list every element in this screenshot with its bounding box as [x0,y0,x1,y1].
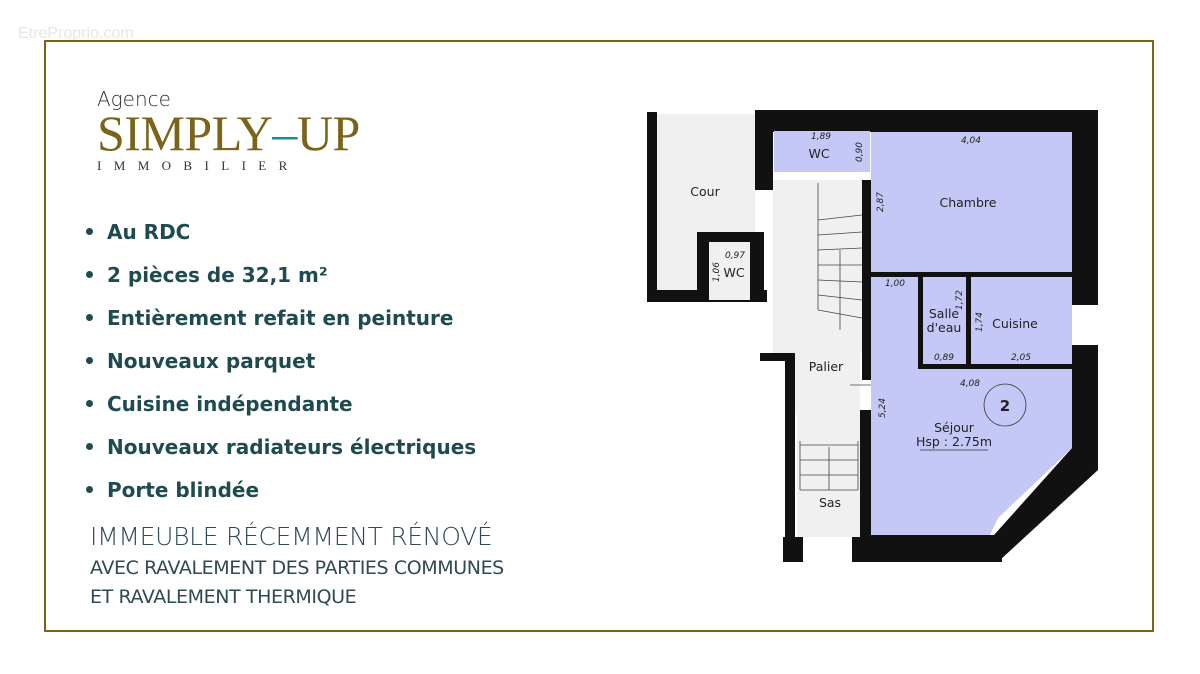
dim: 1,72 [955,290,965,310]
stairs [799,183,885,491]
label-deau: d'eau [927,320,962,335]
note-headline: IMMEUBLE RÉCEMMENT RÉNOVÉ [90,522,493,551]
bullet-icon [86,271,93,278]
dim: 4,08 [960,379,980,389]
gold-frame [44,40,1154,632]
dim: 4,04 [961,136,981,146]
label-cuisine: Cuisine [992,316,1038,331]
feature-item: Cuisine indépendante [86,382,476,425]
agency-logo: Agence SIMPLY–UP IMMOBILIER [97,88,360,174]
note-line: AVEC RAVALEMENT DES PARTIES COMMUNES [90,557,504,579]
dimensions: 1,89 0,90 4,04 2,87 0,97 1,06 1,00 1,72 … [712,132,1031,418]
dim: 2,87 [876,192,886,212]
label-sas: Sas [819,495,841,510]
logo-agence: Agence [97,87,171,111]
feature-text: 2 pièces de 32,1 m² [107,262,328,287]
common-areas [657,114,862,537]
dim: 2,05 [1011,353,1031,363]
dim: 1,06 [712,262,722,282]
lot-circle [983,383,1027,427]
bullet-icon [86,443,93,450]
feature-text: Entièrement refait en peinture [107,305,454,330]
label-chambre: Chambre [940,195,997,210]
rooms [774,131,1072,535]
feature-text: Porte blindée [107,477,260,502]
bullet-icon [86,486,93,493]
note-line: ET RAVALEMENT THERMIQUE [90,586,357,608]
dim: 0,89 [934,353,954,363]
label-hsp: Hsp : 2.75m [916,434,992,449]
bullet-icon [86,228,93,235]
bullet-icon [86,357,93,364]
feature-item: Nouveaux radiateurs électriques [86,425,476,468]
dim: 0,97 [725,251,745,261]
dim: 1,89 [811,132,831,142]
features-list: Au RDC 2 pièces de 32,1 m² Entièrement r… [86,210,476,511]
label-salle: Salle [929,306,960,321]
logo-brand-right: UP [296,105,360,161]
feature-text: Nouveaux parquet [107,348,316,373]
feature-item: Entièrement refait en peinture [86,296,476,339]
logo-brand: SIMPLY–UP [97,108,360,158]
feature-item: 2 pièces de 32,1 m² [86,253,476,296]
dim: 5,24 [878,398,888,418]
dim: 1,74 [975,312,985,332]
watermark: EtreProprio.com [18,25,134,42]
logo-brand-left: SIMPLY [97,105,273,161]
label-wc-cour: WC [723,265,744,280]
feature-item: Au RDC [86,210,476,253]
feature-text: Au RDC [107,219,191,244]
label-palier: Palier [809,359,844,374]
feature-text: Cuisine indépendante [107,391,353,416]
bullet-icon [86,314,93,321]
building-notes: IMMEUBLE RÉCEMMENT RÉNOVÉ AVEC RAVALEMEN… [90,520,504,612]
label-wc: WC [808,146,829,161]
dim: 0,90 [855,142,865,162]
label-sejour: Séjour [934,420,975,435]
logo-dash: – [272,105,297,161]
dim: 1,00 [885,279,905,289]
feature-item: Nouveaux parquet [86,339,476,382]
feature-item: Porte blindée [86,468,476,511]
bullet-icon [86,400,93,407]
feature-text: Nouveaux radiateurs électriques [107,434,477,459]
label-cour: Cour [690,184,720,199]
label-lot: 2 [1000,397,1010,415]
logo-sub: IMMOBILIER [97,158,300,173]
room-labels: Cour WC WC Chambre Salle d'eau Cuisine P… [690,146,1038,510]
